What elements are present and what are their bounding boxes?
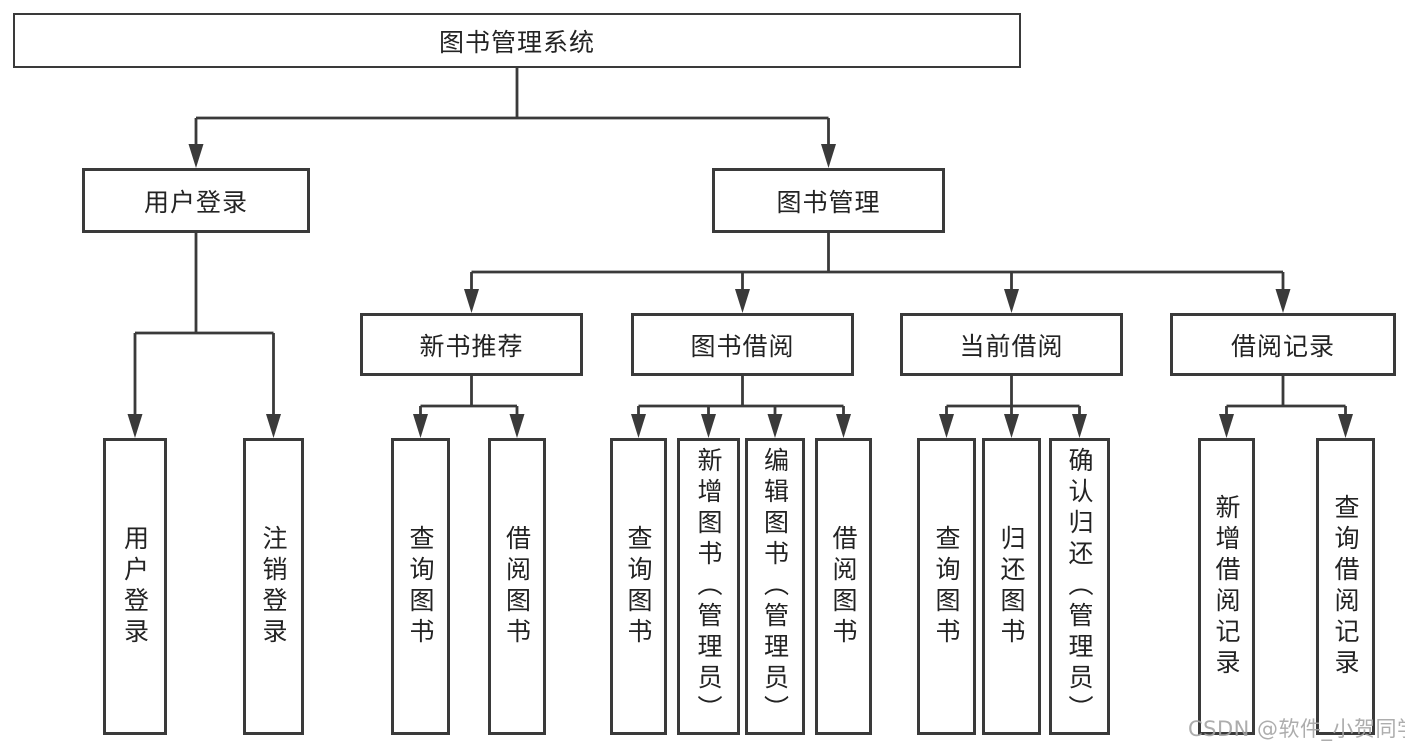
leaf-query-borrow-record: 查询借阅记录 [1316,438,1375,735]
node-root: 图书管理系统 [13,13,1021,68]
node-user-login: 用户登录 [82,168,310,233]
leaf-add-book-admin: 新增图书（管理员） [677,438,740,735]
leaf-confirm-return-admin: 确认归还（管理员） [1049,438,1110,735]
leaf-edit-book-admin: 编辑图书（管理员） [745,438,805,735]
leaf-logout: 注销登录 [243,438,304,735]
leaf-query-books-current: 查询图书 [917,438,976,735]
node-current-borrowing: 当前借阅 [900,313,1123,376]
node-book-borrowing: 图书借阅 [631,313,854,376]
node-new-book-recommendation: 新书推荐 [360,313,583,376]
watermark: CSDN @软件_小贺同学 [1188,717,1405,741]
leaf-add-borrow-record: 新增借阅记录 [1198,438,1255,735]
leaf-query-books-recommend: 查询图书 [391,438,450,735]
node-book-management: 图书管理 [712,168,945,233]
leaf-query-books-borrow: 查询图书 [610,438,667,735]
leaf-return-books: 归还图书 [982,438,1041,735]
node-borrowing-records: 借阅记录 [1170,313,1396,376]
leaf-user-login: 用户登录 [103,438,167,735]
leaf-borrow-books: 借阅图书 [815,438,872,735]
leaf-borrow-books-recommend: 借阅图书 [488,438,546,735]
